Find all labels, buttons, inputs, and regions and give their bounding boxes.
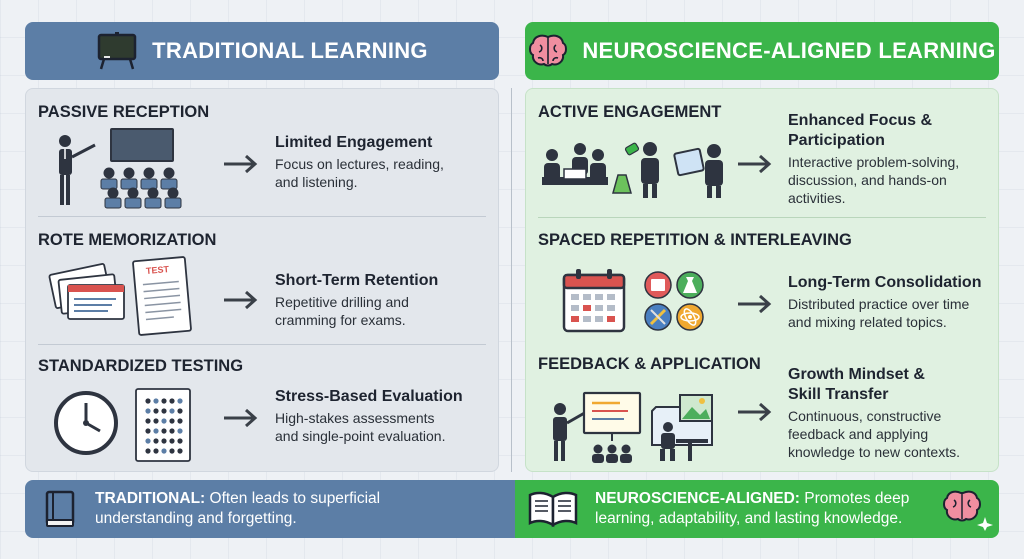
- neuro-summary-label: NEUROSCIENCE-ALIGNED:: [595, 490, 800, 507]
- description-line: discussion, and hands-on: [788, 172, 947, 188]
- presentation-and-application-icon: [553, 391, 713, 463]
- row-title: FEEDBACK & APPLICATION: [538, 355, 761, 373]
- traditional-summary-text: understanding and forgetting.: [95, 510, 297, 527]
- rote-memorization-description: Short-Term Retention Repetitive drilling…: [275, 271, 438, 329]
- feedback-application-row: FEEDBACK & APPLICATION: [526, 345, 998, 473]
- spaced-repetition-description: Long-Term Consolidation Distributed prac…: [788, 273, 981, 331]
- description-heading: Long-Term Consolidation: [788, 274, 982, 291]
- row-divider: [538, 217, 986, 218]
- description-line: knowledge to new contexts.: [788, 444, 960, 460]
- description-line: cramming for exams.: [275, 312, 406, 328]
- row-divider: [38, 216, 486, 217]
- passive-reception-row: PASSIVE RECEPTION Limited Engagement Foc…: [26, 89, 498, 217]
- description-heading: Short-Term Retention: [275, 272, 439, 289]
- clock-and-answer-sheet-icon: [54, 388, 191, 462]
- description-heading: Enhanced Focus &: [788, 112, 933, 129]
- neuro-summary: NEUROSCIENCE-ALIGNED: Promotes deep lear…: [595, 489, 925, 529]
- center-divider: [511, 88, 512, 472]
- neuro-panel: ACTIVE ENGAGEMENT Enhanced Focus &: [525, 88, 999, 472]
- description-line: and mixing related topics.: [788, 314, 947, 330]
- description-heading: Limited Engagement: [275, 134, 433, 151]
- traditional-title: TRADITIONAL LEARNING: [152, 38, 428, 63]
- arrow-right-icon: [224, 290, 258, 310]
- arrow-right-icon: [224, 154, 258, 174]
- description-line: Focus on lectures, reading,: [275, 156, 444, 172]
- traditional-panel: PASSIVE RECEPTION Limited Engagement Foc…: [25, 88, 499, 472]
- arrow-right-icon: [224, 408, 258, 428]
- description-heading: Stress-Based Evaluation: [275, 388, 463, 405]
- neuro-summary-text: learning, adaptability, and lasting know…: [595, 510, 903, 527]
- brain-sparkle-icon: [943, 490, 993, 531]
- row-title: PASSIVE RECEPTION: [38, 103, 210, 121]
- passive-reception-description: Limited Engagement Focus on lectures, re…: [275, 133, 444, 191]
- arrow-right-icon: [738, 294, 772, 314]
- neuro-footer: NEUROSCIENCE-ALIGNED: Promotes deep lear…: [515, 480, 999, 538]
- active-engagement-description: Enhanced Focus & Participation Interacti…: [788, 111, 959, 207]
- description-line: High-stakes assessments: [275, 410, 435, 426]
- row-title: ACTIVE ENGAGEMENT: [538, 103, 722, 121]
- rote-memorization-row: ROTE MEMORIZATION TEST Shor: [26, 217, 498, 345]
- traditional-footer: TRADITIONAL: Often leads to superficial …: [25, 480, 515, 538]
- test-label: TEST: [145, 264, 170, 276]
- row-title: STANDARDIZED TESTING: [38, 357, 244, 375]
- active-engagement-row: ACTIVE ENGAGEMENT Enhanced Focus &: [526, 89, 998, 218]
- standardized-testing-description: Stress-Based Evaluation High-stakes asse…: [275, 387, 463, 445]
- description-line: activities.: [788, 190, 846, 206]
- lecture-icon: [59, 128, 182, 209]
- flashcards-icon: [48, 256, 192, 336]
- traditional-summary: TRADITIONAL: Often leads to superficial …: [95, 489, 380, 529]
- group-collaboration-icon: [542, 142, 723, 198]
- feedback-application-description: Growth Mindset & Skill Transfer Continuo…: [788, 365, 960, 461]
- open-book-icon: [528, 491, 578, 528]
- description-heading: Participation: [788, 132, 885, 149]
- traditional-summary-label: TRADITIONAL:: [95, 490, 206, 507]
- description-line: Interactive problem-solving,: [788, 154, 960, 170]
- arrow-right-icon: [738, 402, 772, 422]
- traditional-summary-text: Often leads to superficial: [205, 490, 381, 507]
- chalkboard-icon: [97, 32, 137, 70]
- description-line: Repetitive drilling and: [275, 294, 409, 310]
- description-line: Distributed practice over time: [788, 296, 970, 312]
- brain-icon: [529, 34, 568, 67]
- description-heading: Growth Mindset &: [788, 366, 925, 383]
- description-line: Continuous, constructive: [788, 408, 942, 424]
- row-title: ROTE MEMORIZATION: [38, 231, 217, 249]
- description-heading: Skill Transfer: [788, 386, 889, 403]
- calendar-and-topics-icon: [562, 269, 704, 333]
- traditional-header: TRADITIONAL LEARNING: [25, 22, 499, 80]
- neuro-title: NEUROSCIENCE-ALIGNED LEARNING: [582, 38, 996, 63]
- spaced-repetition-row: SPACED REPETITION & INTERLEAVING: [526, 217, 998, 345]
- standardized-testing-row: STANDARDIZED TESTING Stress-Based Evalua…: [26, 345, 498, 473]
- neuro-header: NEUROSCIENCE-ALIGNED LEARNING: [525, 22, 999, 80]
- row-divider: [38, 344, 486, 345]
- arrow-right-icon: [738, 154, 772, 174]
- row-title: SPACED REPETITION & INTERLEAVING: [538, 231, 852, 249]
- description-line: feedback and applying: [788, 426, 929, 442]
- neuro-summary-text: Promotes deep: [799, 490, 910, 507]
- description-line: and listening.: [275, 174, 358, 190]
- book-icon: [45, 490, 75, 527]
- description-line: and single-point evaluation.: [275, 428, 446, 444]
